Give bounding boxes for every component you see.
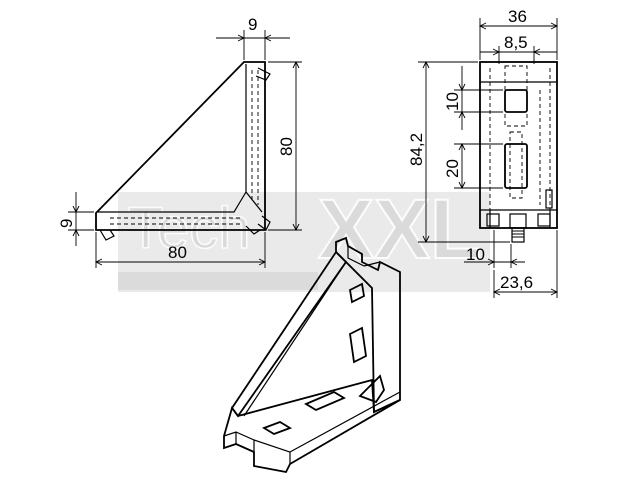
side-dim-slot-lower: 20 [443, 159, 462, 178]
side-view-slot-upper [504, 89, 528, 113]
isometric-view [223, 236, 401, 474]
dim-arrow [422, 60, 430, 244]
iso-web-inner-line [243, 261, 347, 417]
iso-horizontal-leg [223, 378, 401, 474]
side-view-hidden-lines [489, 68, 551, 222]
iso-horizontal-inner-edge [237, 379, 373, 417]
side-view-bolt-thread [512, 230, 524, 238]
dim-arrow [492, 288, 559, 296]
front-view: 9 80 9 80 [57, 15, 302, 268]
iso-gusset-rib [358, 374, 385, 404]
side-dim-bottom-left: 10 [466, 245, 485, 264]
side-view-bolt-head [509, 213, 527, 229]
dim-arrow [492, 48, 541, 56]
dim-arrow [458, 142, 466, 190]
iso-slot-vertical-upper [349, 282, 365, 304]
front-dim-height: 80 [277, 137, 296, 156]
front-view-tab-bottom [245, 225, 261, 235]
side-view-base [480, 209, 557, 228]
dim-arrow [458, 83, 466, 119]
iso-vertical-top-groove [347, 246, 381, 267]
dim-arrow [237, 34, 272, 42]
watermark-band-lower [118, 272, 318, 290]
front-view-outline [95, 61, 266, 231]
side-view-tab [545, 189, 553, 209]
front-view-inner-edge [98, 64, 247, 213]
iso-slot-horizontal-long [304, 390, 346, 412]
front-dim-bottom: 80 [168, 243, 187, 262]
side-view: 36 8,5 84,2 10 20 10 [407, 7, 559, 298]
iso-horizontal-end-groove [223, 431, 255, 452]
iso-web-inner-edge [345, 261, 373, 289]
dim-arrow [478, 22, 559, 30]
side-view-nut-right [537, 213, 551, 227]
front-view-web-line [245, 191, 263, 213]
side-dim-width-outer: 36 [508, 7, 527, 26]
front-view-tab-right [257, 215, 271, 231]
watermark-text-right: XXL [318, 182, 481, 276]
side-dim-total-height: 84,2 [407, 133, 426, 166]
front-dim-left: 9 [57, 219, 76, 228]
side-view-slot-lower-hidden [509, 131, 523, 199]
watermark: Tech XXL [118, 181, 490, 292]
dim-arrow [292, 60, 300, 232]
front-view-tab-left [99, 229, 115, 241]
dim-arrow [94, 258, 267, 266]
dim-arrow [487, 258, 518, 266]
side-dim-width-inner: 8,5 [504, 33, 528, 52]
iso-slot-vertical-lower [349, 326, 367, 364]
side-view-bolt-shank [511, 227, 525, 243]
side-dim-slot-upper: 10 [443, 92, 462, 111]
iso-horizontal-front-edge [253, 391, 401, 464]
front-view-tab-top [255, 67, 271, 81]
side-view-slot-upper-hidden [504, 65, 528, 127]
dim-arrow [72, 205, 80, 237]
front-view-hidden-lines [110, 70, 259, 225]
watermark-text-left: Tech [128, 196, 251, 261]
front-dim-top: 9 [248, 15, 257, 34]
iso-slot-horizontal-short [261, 421, 293, 435]
side-view-slot-lower [504, 143, 528, 189]
side-dim-bottom-right: 23,6 [500, 273, 533, 292]
side-view-nut-left [486, 213, 500, 227]
